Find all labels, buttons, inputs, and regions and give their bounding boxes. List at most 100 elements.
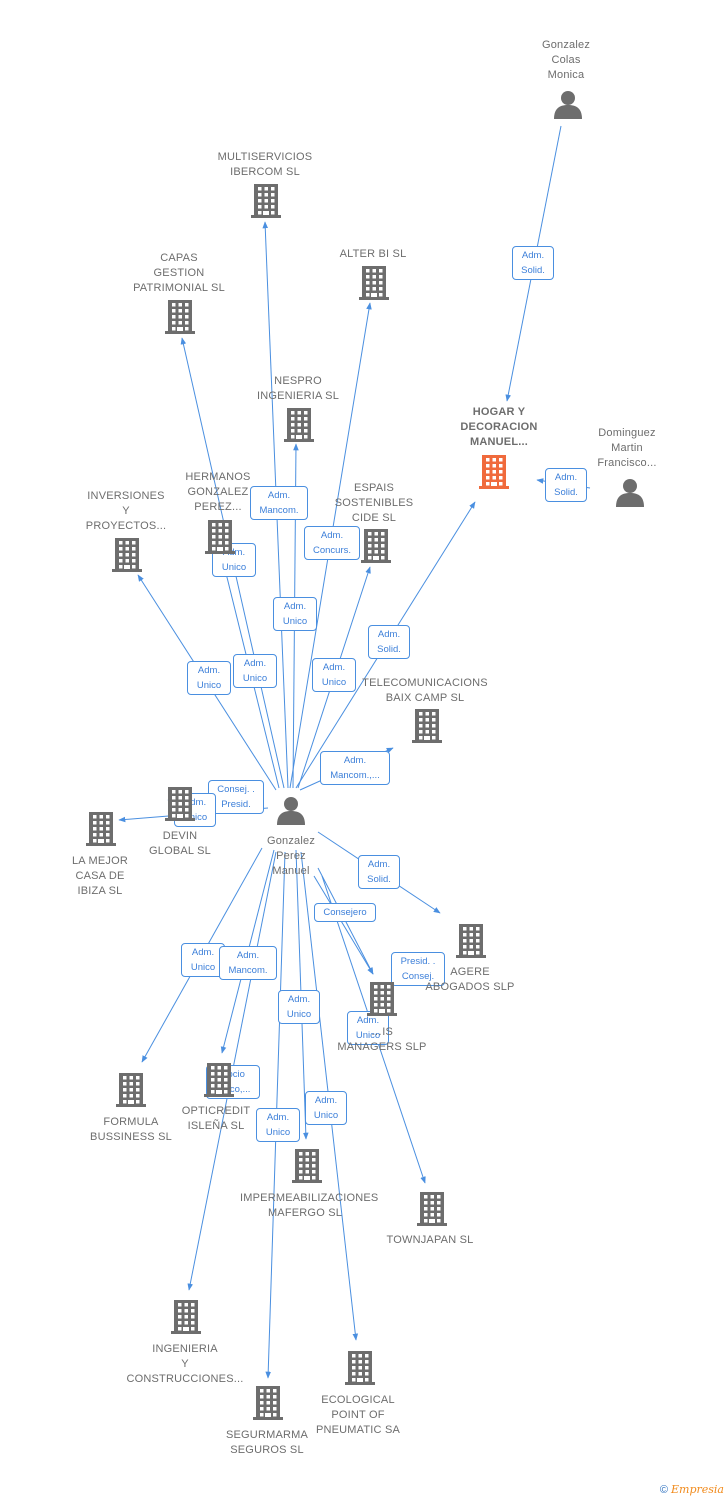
- building-icon[interactable]: [479, 453, 509, 494]
- node-label-line: MANAGERS SLP: [337, 1041, 427, 1053]
- edge-gpm-managers: [313, 875, 374, 975]
- node-label-line: PNEUMATIC SA: [315, 1424, 401, 1436]
- building-icon[interactable]: [359, 264, 389, 305]
- building-icon[interactable]: [165, 298, 195, 339]
- node-townjapan[interactable]: TOWNJAPAN SL: [365, 1233, 495, 1248]
- node-label-line: CONSTRUCCIONES...: [126, 1373, 244, 1385]
- node-label-line: DECORACION: [460, 421, 538, 433]
- relation-badge[interactable]: Adm. Unico: [312, 658, 356, 692]
- node-label-line: GONZALEZ: [187, 486, 249, 498]
- building-icon[interactable]: [284, 406, 314, 447]
- person-icon[interactable]: [615, 477, 645, 512]
- person-icon[interactable]: [553, 89, 583, 124]
- node-label-line: IBIZA SL: [77, 885, 123, 897]
- building-icon[interactable]: [456, 922, 486, 963]
- building-icon[interactable]: [412, 707, 442, 748]
- building-icon[interactable]: [204, 1061, 234, 1102]
- relation-badge[interactable]: Adm.Unico: [347, 1011, 389, 1045]
- node-label-line: INVERSIONES: [87, 490, 165, 502]
- relation-badge-line: Único,...: [215, 1084, 251, 1095]
- building-icon[interactable]: [86, 810, 116, 851]
- copyright-symbol: ©: [659, 1484, 668, 1496]
- building-icon[interactable]: [253, 1384, 283, 1425]
- building-icon[interactable]: [112, 536, 142, 577]
- relation-badge[interactable]: Consej. .Presid.: [208, 780, 264, 814]
- relation-badge-line: Adm.: [287, 994, 311, 1005]
- node-label-line: Gonzalez: [266, 835, 316, 847]
- relation-badge[interactable]: Adm.Solid.: [358, 855, 400, 889]
- node-label-line: Y: [181, 1358, 189, 1370]
- building-icon[interactable]: [367, 980, 397, 1021]
- node-label-line: Colas: [551, 54, 581, 66]
- relation-badge[interactable]: Adm.Unico: [273, 597, 317, 631]
- person-icon[interactable]: [276, 795, 306, 830]
- node-label-line: ESPAIS: [353, 482, 395, 494]
- relation-badge[interactable]: Adm.Unico: [233, 654, 277, 688]
- node-label-line: Y: [122, 505, 130, 517]
- building-icon[interactable]: [345, 1349, 375, 1390]
- node-label-line: INGENIERIA: [152, 1343, 218, 1355]
- relation-badge[interactable]: Adm.Mancom.: [250, 486, 308, 520]
- relation-badge[interactable]: Adm.Unico: [305, 1091, 347, 1125]
- relation-badge[interactable]: Consejero: [314, 903, 376, 922]
- building-icon[interactable]: [205, 518, 235, 559]
- relation-badge[interactable]: Adm.Mancom.,...: [320, 751, 390, 785]
- building-icon[interactable]: [171, 1298, 201, 1339]
- relation-badge[interactable]: Adm.Solid.: [512, 246, 554, 280]
- relation-badge-line: Adm.: [322, 662, 346, 673]
- relation-badge-line: Unico: [321, 677, 347, 688]
- relation-badge[interactable]: Presid. .Consej.: [391, 952, 445, 986]
- relation-badge-line: Adm.: [356, 1015, 380, 1026]
- node-label-line: Dominguez: [598, 427, 656, 439]
- node-ingenieria[interactable]: INGENIERIA Y CONSTRUCCIONES...: [120, 1342, 250, 1387]
- relation-badge-line: Presid.: [221, 799, 251, 810]
- node-label-line: Manuel: [272, 865, 310, 877]
- node-label-line: PATRIMONIAL SL: [133, 282, 225, 294]
- building-icon[interactable]: [417, 1190, 447, 1231]
- relation-badge-line: Consej.: [401, 971, 435, 982]
- relation-badge[interactable]: Adm.Solid.: [368, 625, 410, 659]
- relation-badge[interactable]: Adm.Unico: [256, 1108, 300, 1142]
- building-icon[interactable]: [116, 1071, 146, 1112]
- relation-badge[interactable]: Adm.Mancom.: [219, 946, 277, 980]
- relation-badge-line: Adm.: [377, 629, 401, 640]
- building-icon[interactable]: [165, 785, 195, 826]
- building-icon[interactable]: [361, 527, 391, 568]
- building-icon[interactable]: [251, 182, 281, 223]
- node-label-line: ABOGADOS SLP: [425, 981, 515, 993]
- node-label-line: DEVIN: [162, 830, 198, 842]
- node-alterbi[interactable]: ALTER BI SL: [308, 247, 438, 262]
- node-label-line: OPTICREDIT: [181, 1105, 251, 1117]
- building-icon[interactable]: [292, 1147, 322, 1188]
- relation-badge-line: Unico: [265, 1127, 291, 1138]
- node-label-line: BAIX CAMP SL: [385, 692, 465, 704]
- relation-badge[interactable]: Adm.Solid.: [545, 468, 587, 502]
- node-label-line: Martin: [611, 442, 643, 454]
- relation-badge[interactable]: Adm.Concurs.: [304, 526, 360, 560]
- relation-badge-line: Unico: [282, 616, 308, 627]
- relation-badge[interactable]: Adm.Unico: [187, 661, 231, 695]
- relation-badge[interactable]: Adm.Unico: [278, 990, 320, 1024]
